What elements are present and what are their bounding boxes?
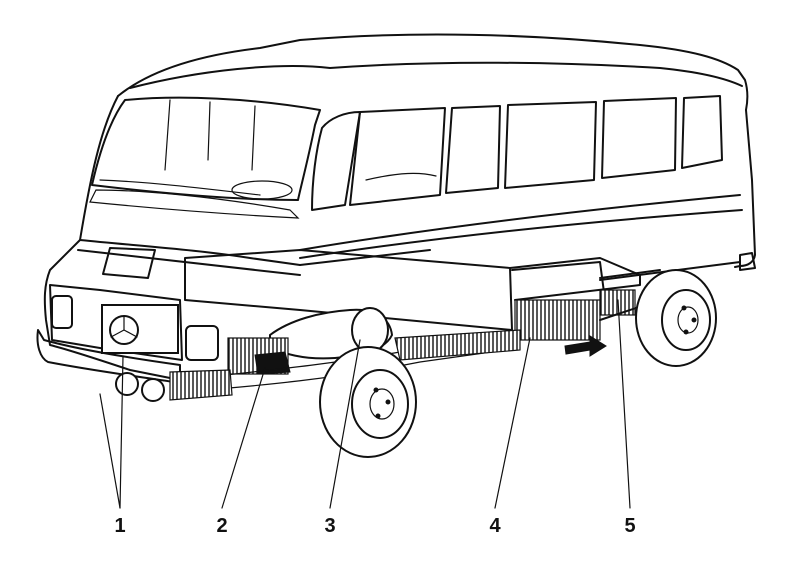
rear-wheel [635,269,717,367]
side-windows [349,95,723,206]
hood-plate [102,247,156,279]
airflow-arrow-icon [564,335,607,357]
star-emblem-icon [109,315,139,345]
windshield [91,96,321,201]
heat-exchanger-4 [514,299,601,341]
callout-label-5: 5 [624,515,635,537]
headlight-right [185,325,219,361]
callout-label-2: 2 [216,515,227,537]
callout-label-1: 1 [114,515,125,537]
front-wheel [319,346,417,458]
leader-lines [99,299,631,509]
callout-labels: 1 2 3 4 5 [114,515,635,537]
headlight-left [51,295,73,329]
fog-lamp-left [115,372,139,396]
callout-label-3: 3 [324,515,335,537]
van-body [36,33,756,402]
van-roof [117,33,749,111]
heating-system [169,249,661,401]
van-front [43,95,181,381]
fog-lamp-right [141,378,165,402]
callout-label-4: 4 [489,515,501,537]
door-window [311,111,361,211]
steering-wheel [231,180,293,200]
blower-5 [599,289,636,316]
